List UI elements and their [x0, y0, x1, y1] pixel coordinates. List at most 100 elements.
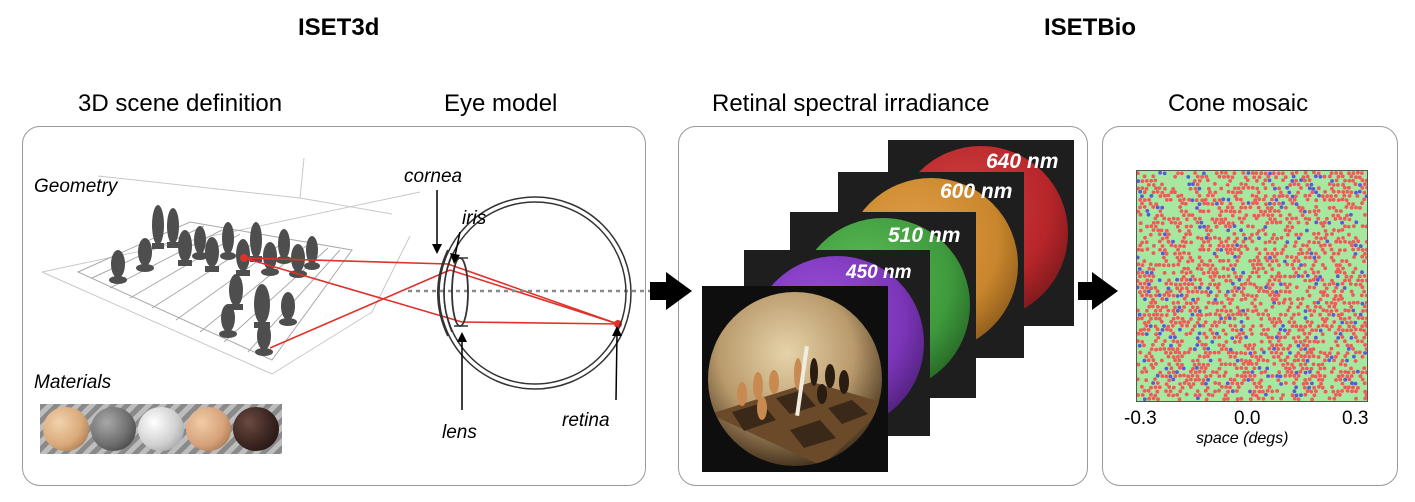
cone [1224, 293, 1228, 298]
cone [1201, 232, 1206, 237]
cone [1163, 248, 1167, 253]
cone [1300, 259, 1305, 264]
cone [1140, 248, 1144, 252]
cone [1219, 347, 1224, 352]
cone [1226, 389, 1230, 394]
cone [1314, 205, 1319, 209]
cone [1245, 247, 1250, 251]
cone [1224, 171, 1228, 175]
cone [1331, 313, 1336, 317]
cone [1333, 247, 1338, 252]
cone [1236, 186, 1241, 191]
cone [1189, 317, 1193, 321]
cone [1347, 262, 1352, 267]
cone [1356, 278, 1360, 283]
cone [1353, 212, 1358, 217]
cone [1300, 189, 1305, 194]
cone [1180, 178, 1185, 183]
cone [1177, 259, 1182, 263]
cone [1309, 366, 1314, 371]
cone [1274, 297, 1279, 302]
cone [1303, 186, 1308, 191]
cone [1208, 282, 1212, 287]
cone [1262, 350, 1266, 355]
cone [1305, 197, 1310, 202]
cone [1285, 217, 1289, 221]
cone [1217, 335, 1222, 340]
cone [1185, 186, 1189, 191]
cone [1303, 309, 1308, 313]
cone [1345, 182, 1350, 186]
cone [1341, 328, 1345, 333]
cone [1351, 247, 1355, 252]
cone [1331, 366, 1336, 371]
cone [1160, 342, 1165, 347]
cone [1180, 247, 1184, 252]
cone [1338, 216, 1343, 221]
cone [1269, 206, 1274, 210]
cone [1217, 358, 1222, 362]
cone [1285, 185, 1289, 190]
cone [1265, 381, 1270, 385]
cone [1171, 393, 1176, 398]
cone [1336, 244, 1341, 248]
cone [1318, 258, 1323, 263]
cone [1171, 331, 1176, 336]
cone [1187, 197, 1191, 202]
cone [1239, 396, 1244, 401]
cone [1303, 347, 1308, 351]
cone [1292, 251, 1297, 256]
cone [1239, 366, 1244, 370]
material-swatch [90, 407, 137, 451]
cone [1274, 312, 1278, 317]
cone [1246, 185, 1251, 190]
cone [1363, 205, 1367, 210]
cone [1144, 301, 1149, 305]
cone [1360, 248, 1365, 252]
cone [1270, 236, 1275, 241]
cone [1197, 377, 1201, 382]
cone [1168, 374, 1173, 379]
cone [1147, 183, 1151, 187]
cone [1365, 171, 1367, 175]
cone [1275, 335, 1279, 340]
cone [1222, 374, 1227, 378]
cone [1247, 236, 1252, 240]
cone [1307, 193, 1312, 198]
cone [1281, 178, 1285, 182]
cone [1261, 182, 1266, 186]
cone [1206, 239, 1211, 244]
cone [1335, 289, 1340, 294]
cone [1286, 308, 1290, 313]
cone [1177, 182, 1182, 186]
cone [1351, 270, 1356, 275]
cone [1151, 228, 1156, 232]
cone [1308, 362, 1312, 366]
cone [1204, 174, 1209, 179]
cone [1203, 190, 1208, 194]
cone [1238, 190, 1243, 195]
cone [1306, 374, 1310, 378]
cone [1308, 263, 1312, 267]
cone [1351, 171, 1356, 176]
cone [1290, 171, 1295, 176]
cone [1307, 247, 1312, 252]
cone [1147, 289, 1151, 294]
cone [1298, 171, 1303, 175]
cone [1170, 194, 1175, 199]
cone [1143, 297, 1147, 302]
cone [1299, 201, 1304, 206]
cone [1336, 297, 1341, 302]
cone [1274, 198, 1279, 202]
cone [1176, 332, 1181, 337]
lens-label: lens [442, 422, 477, 443]
cone [1314, 228, 1318, 233]
cone [1290, 225, 1295, 230]
cone [1270, 182, 1275, 187]
cone [1210, 202, 1215, 206]
cone [1247, 251, 1252, 255]
cone [1182, 251, 1186, 255]
cone [1163, 186, 1167, 191]
cone [1267, 339, 1272, 344]
cone [1232, 247, 1237, 252]
